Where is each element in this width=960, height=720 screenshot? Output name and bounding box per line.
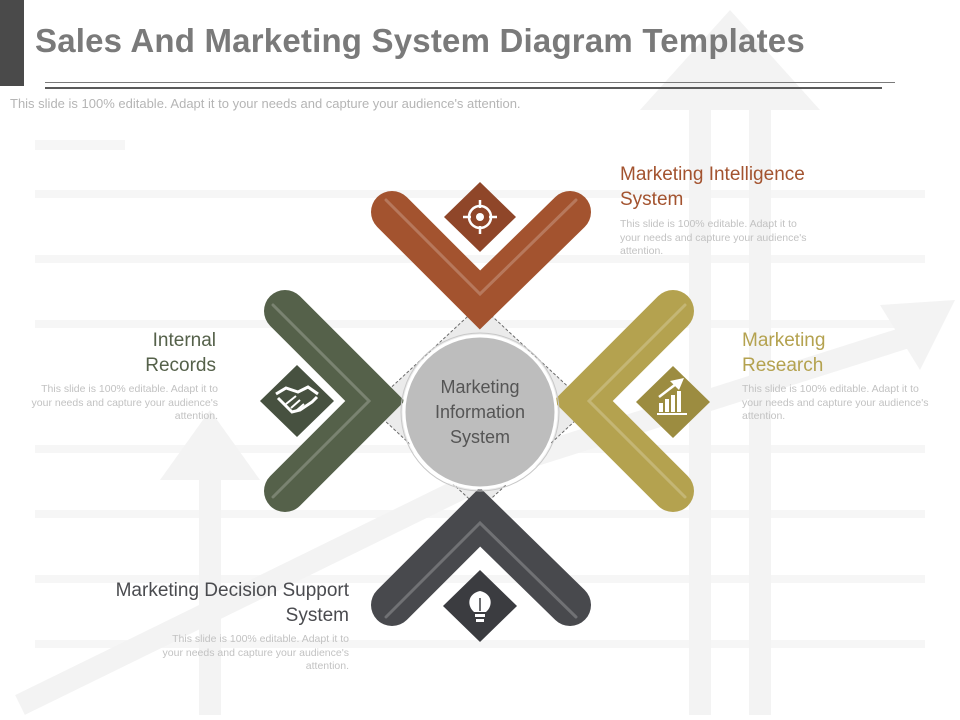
research-heading: Marketing Research (742, 330, 826, 376)
chevron-research (553, 290, 694, 512)
research-body: This slide is 100% editable. Adapt it to… (742, 383, 929, 422)
title-divider-bottom (45, 87, 882, 89)
records-body: This slide is 100% editable. Adapt it to… (31, 383, 218, 422)
chevron-records (264, 290, 405, 512)
chevron-intelligence (371, 191, 591, 330)
decision-body: This slide is 100% editable. Adapt it to… (162, 633, 349, 672)
chevron-decision (371, 487, 591, 626)
decision-heading: Marketing Decision Support System (115, 580, 349, 626)
title-divider-top (45, 82, 895, 83)
center-label: Marketing Information System (434, 377, 526, 447)
lightbulb-icon (443, 570, 517, 642)
center-circle (402, 334, 558, 490)
growth-chart-icon (636, 366, 710, 438)
subtitle: This slide is 100% editable. Adapt it to… (10, 96, 521, 111)
page-title: Sales And Marketing System Diagram Templ… (35, 22, 805, 59)
handshake-icon (260, 365, 334, 437)
records-heading: Internal Records (145, 330, 216, 376)
title-accent-bar (0, 0, 24, 86)
intelligence-body: This slide is 100% editable. Adapt it to… (620, 218, 807, 257)
intelligence-heading: Marketing Intelligence System (620, 164, 805, 210)
target-icon (444, 182, 516, 252)
